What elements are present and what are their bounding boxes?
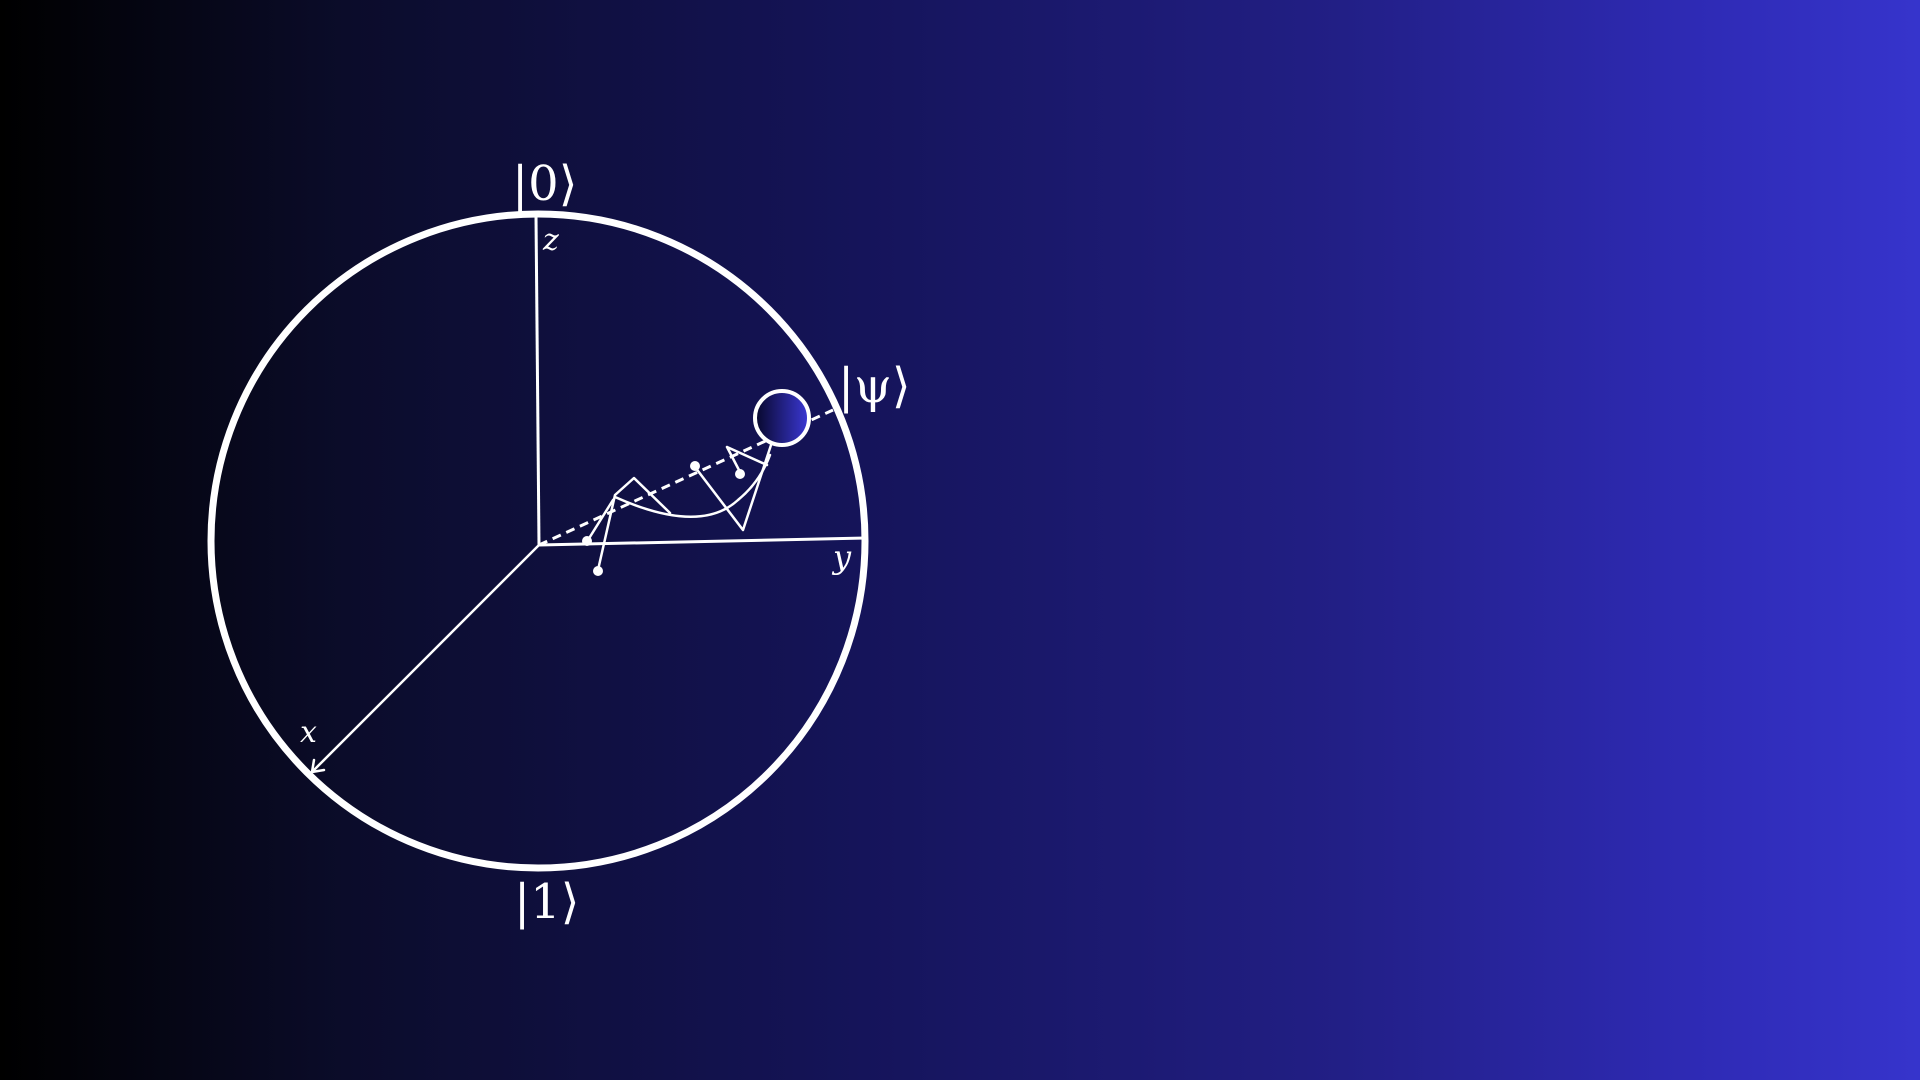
construction-path-left	[598, 478, 670, 570]
construction-dots	[582, 461, 745, 576]
z-axis-label: z	[542, 223, 559, 258]
z-axis-line	[536, 216, 539, 545]
ket-psi-label: |ψ⟩	[838, 358, 911, 414]
ket-one-label: |1⟩	[514, 874, 579, 930]
dot-3	[690, 461, 700, 471]
dot-2	[593, 566, 603, 576]
dot-1	[582, 536, 592, 546]
construction-strokes	[588, 442, 772, 570]
state-point	[755, 391, 809, 445]
dot-4	[735, 469, 745, 479]
x-axis-label: x	[300, 715, 317, 750]
y-axis-label: y	[831, 538, 852, 576]
x-axis-line	[312, 545, 539, 772]
ket-zero-label: |0⟩	[512, 156, 577, 212]
